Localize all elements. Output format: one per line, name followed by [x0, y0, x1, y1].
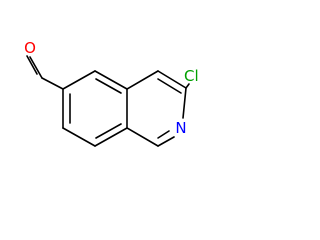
- bond-ring1-d-inner: [95, 78, 122, 94]
- bond-ring2-b: [157, 70, 187, 89]
- nitrogen-atom-label: N: [175, 119, 186, 137]
- structure-canvas: O Cl N: [24, 39, 199, 147]
- molecule-drawing: O Cl N: [24, 39, 199, 147]
- bond-ring2-d: [157, 136, 175, 147]
- bond-aldehyde-c-o-outer: [29, 56, 43, 79]
- bond-ring2-b-inner: [157, 78, 182, 94]
- bond-ring1-d: [94, 70, 128, 90]
- bond-ring1-c: [94, 127, 128, 147]
- bond-ring2-e: [126, 127, 159, 147]
- bond-ring2-a: [126, 70, 159, 90]
- bond-c-cl: [185, 83, 190, 89]
- bond-ring1-e: [62, 70, 96, 90]
- bond-ring2-c: [182, 87, 187, 119]
- bond-ring2-d-inner: [157, 130, 170, 139]
- bond-ring1-c-inner: [95, 123, 122, 139]
- bond-aldehyde-c-c: [41, 77, 64, 90]
- oxygen-atom-label: O: [24, 39, 36, 57]
- bond-ring1-b: [62, 127, 96, 147]
- chlorine-atom-label: Cl: [184, 67, 199, 85]
- bond-aldehyde-c-o-inner: [26, 55, 38, 75]
